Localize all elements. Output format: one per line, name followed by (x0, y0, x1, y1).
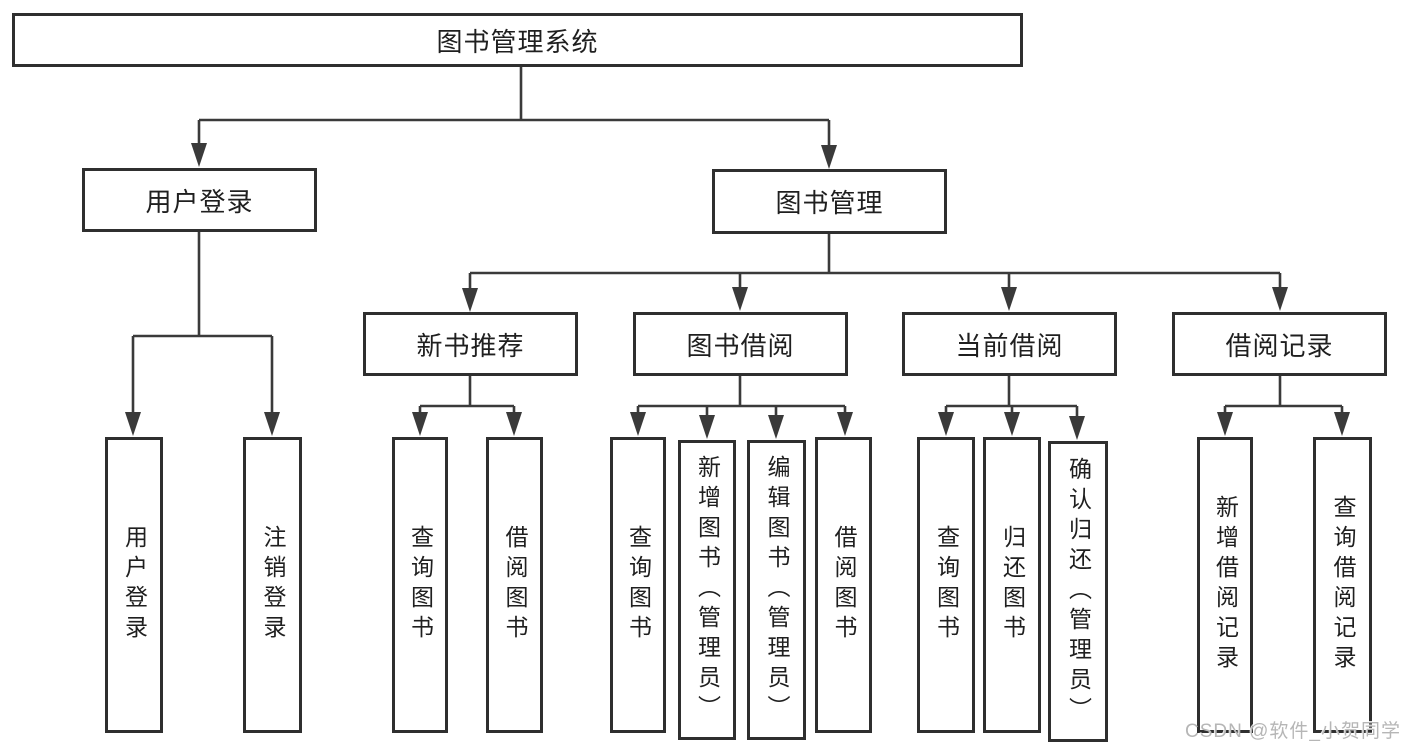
leaf-borrow-books: 借阅图书 (815, 437, 872, 733)
leaf-borrow-books-recommend: 借阅图书 (486, 437, 543, 733)
arrowheads (125, 143, 1350, 440)
leaf-query-books-borrow: 查询图书 (610, 437, 666, 733)
leaf-query-books-current: 查询图书 (917, 437, 975, 733)
leaf-user-login: 用户登录 (105, 437, 163, 733)
leaf-query-borrow-record: 查询借阅记录 (1313, 437, 1372, 733)
node-library-system: 图书管理系统 (12, 13, 1023, 67)
leaf-confirm-return-admin: 确认归还（管理员） (1048, 441, 1108, 742)
leaf-query-books-recommend: 查询图书 (392, 437, 448, 733)
node-borrow-records: 借阅记录 (1172, 312, 1387, 376)
leaf-return-books: 归还图书 (983, 437, 1041, 733)
node-book-borrow: 图书借阅 (633, 312, 848, 376)
leaf-add-book-admin: 新增图书（管理员） (678, 440, 736, 740)
node-new-book-recommend: 新书推荐 (363, 312, 578, 376)
node-current-borrow: 当前借阅 (902, 312, 1117, 376)
node-user-login: 用户登录 (82, 168, 317, 232)
node-book-management: 图书管理 (712, 169, 947, 234)
leaf-logout: 注销登录 (243, 437, 302, 733)
leaf-edit-book-admin: 编辑图书（管理员） (747, 440, 806, 740)
leaf-add-borrow-record: 新增借阅记录 (1197, 437, 1253, 733)
